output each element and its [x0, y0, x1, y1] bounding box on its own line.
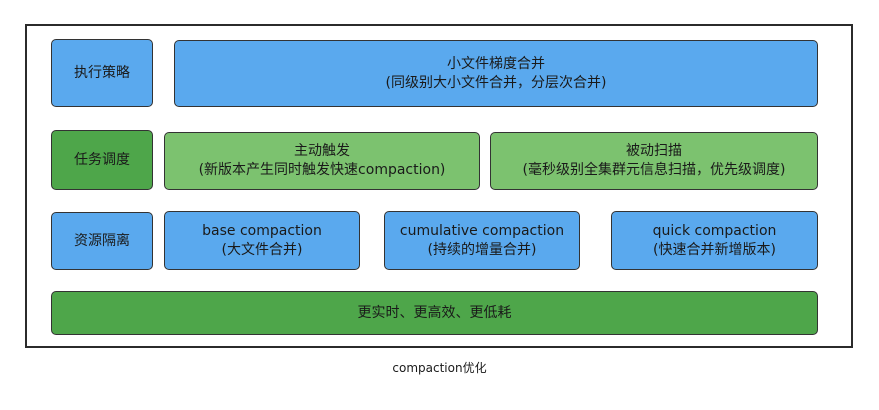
gradient-merge-box: 小文件梯度合并 (同级别大小文件合并，分层次合并): [174, 40, 818, 107]
gradient-merge-title: 小文件梯度合并: [447, 55, 545, 72]
quick-compaction-title: quick compaction: [652, 222, 777, 239]
base-compaction-title: base compaction: [202, 222, 322, 239]
strategy-label-box: 执行策略: [51, 39, 153, 107]
cumulative-compaction-box: cumulative compaction (持续的增量合并): [384, 211, 580, 270]
isolation-label: 资源隔离: [74, 232, 130, 249]
base-compaction-box: base compaction (大文件合并): [164, 211, 360, 270]
diagram-caption: compaction优化: [392, 361, 487, 375]
active-trigger-title: 主动触发: [294, 143, 350, 159]
scheduling-label: 任务调度: [74, 151, 130, 168]
quick-compaction-desc: (快速合并新增版本): [653, 241, 776, 258]
isolation-label-box: 资源隔离: [51, 212, 153, 270]
quick-compaction-box: quick compaction (快速合并新增版本): [611, 211, 818, 270]
gradient-merge-desc: (同级别大小文件合并，分层次合并): [385, 74, 607, 91]
passive-scan-box: 被动扫描 (毫秒级别全集群元信息扫描，优先级调度): [490, 132, 818, 190]
passive-scan-desc: (毫秒级别全集群元信息扫描，优先级调度): [522, 162, 786, 178]
active-trigger-box: 主动触发 (新版本产生同时触发快速compaction): [164, 132, 480, 190]
goal-text: 更实时、更高效、更低耗: [357, 304, 512, 321]
active-trigger-desc: (新版本产生同时触发快速compaction): [198, 162, 446, 178]
strategy-label: 执行策略: [74, 64, 130, 81]
cumulative-compaction-title: cumulative compaction: [399, 222, 565, 239]
goal-bar: 更实时、更高效、更低耗: [51, 291, 818, 335]
cumulative-compaction-desc: (持续的增量合并): [427, 241, 537, 258]
passive-scan-title: 被动扫描: [626, 143, 682, 159]
scheduling-label-box: 任务调度: [51, 130, 153, 190]
base-compaction-desc: (大文件合并): [221, 241, 303, 258]
